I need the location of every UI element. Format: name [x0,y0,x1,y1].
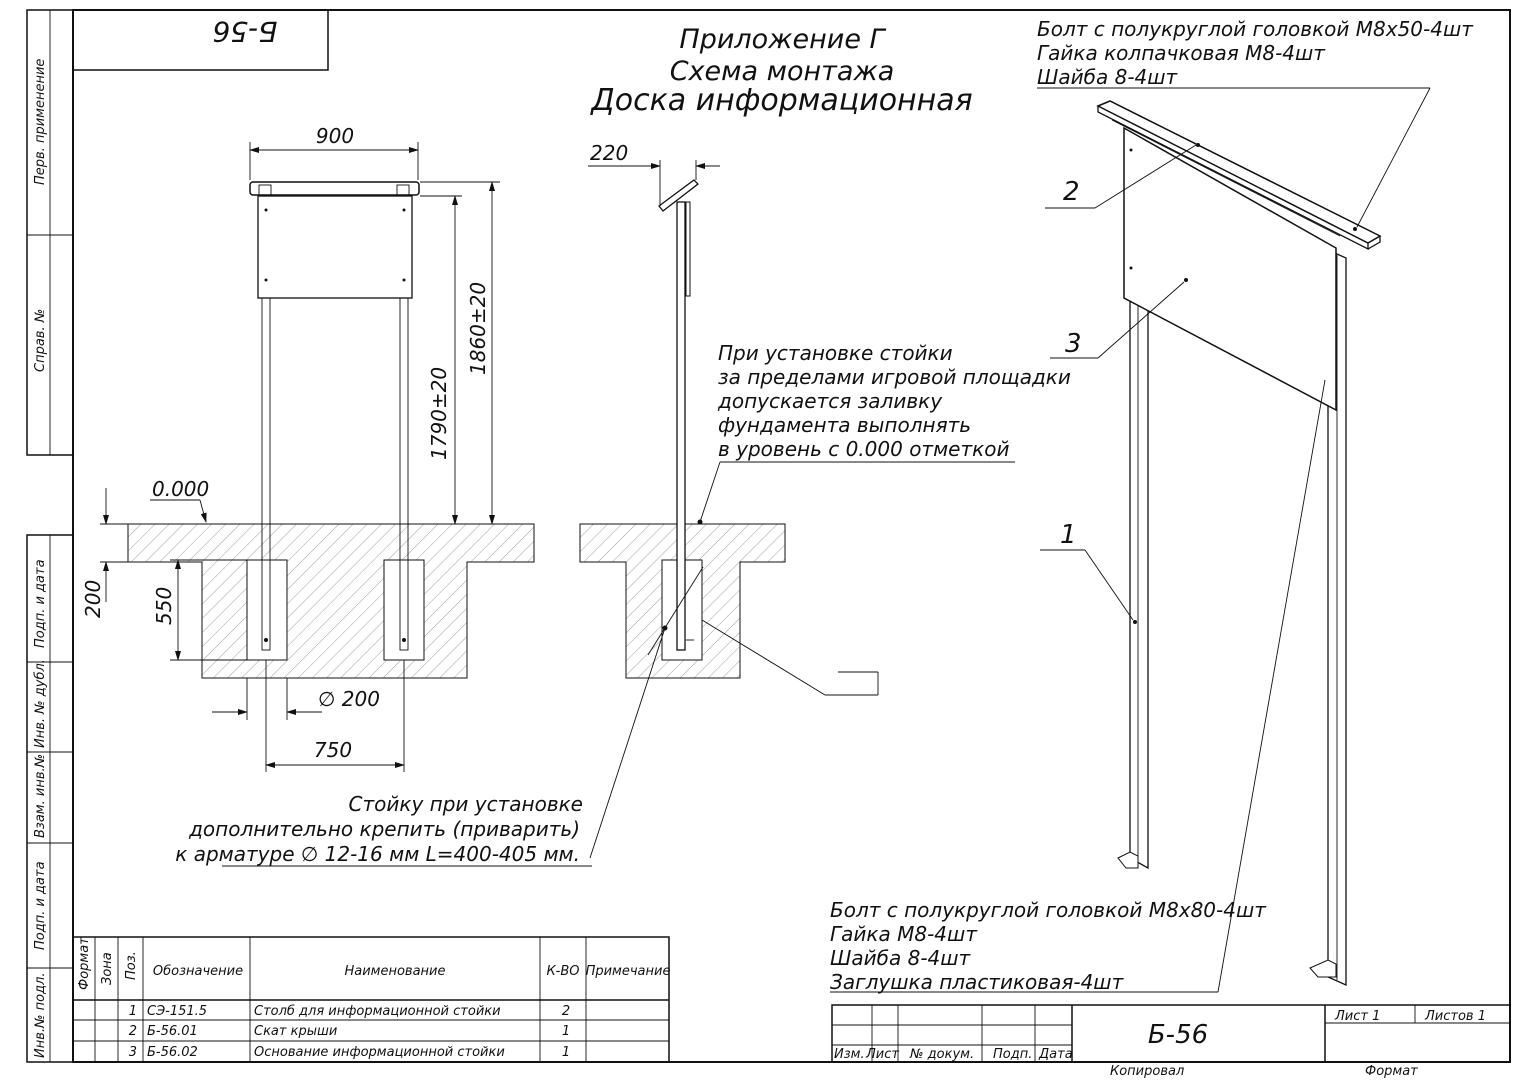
dim-post-spacing: 750 [314,738,352,762]
side-label: Справ. № [33,309,48,372]
dim-height-full: 1860±20 [466,282,490,375]
bottom-hardware-line: Шайба 8-4шт [830,946,972,970]
side-label: Подп. и дата [33,861,48,950]
tb-col-date: Дата [1038,1047,1073,1062]
spec-pos: 3 [129,1045,137,1060]
spec-qty: 1 [562,1045,570,1060]
spec-table: Формат Зона Поз. Обозначение Наименовани… [72,936,671,1063]
dim-embed-depth: 550 [152,587,176,625]
install-note-line: за пределами игровой площадки [718,365,1071,389]
spec-qty: 2 [562,1004,570,1019]
spec-name: Скат крыши [254,1024,337,1039]
spec-name: Основание информационной стойки [254,1045,505,1060]
bottom-hardware-line: Заглушка пластиковая-4шт [830,970,1125,994]
title-line-3: Доска информационная [589,83,972,118]
tb-col-sign: Подп. [993,1047,1032,1062]
tb-sheet: Лист 1 [1334,1009,1380,1024]
isometric-view: 2 3 1 [830,87,1431,993]
spec-code: СЭ-151.5 [147,1004,207,1019]
position-label: 1 [1060,520,1077,550]
dim-height-board: 1790±20 [427,367,451,460]
tb-col-doc: № докум. [909,1047,974,1062]
position-label: 3 [1065,329,1082,359]
code-stamp: Б-56 [72,9,329,71]
weld-note-line: к арматуре ∅ 12-16 мм L=400-405 мм. [175,842,580,866]
weld-note-line: Стойку при установке [349,792,583,816]
top-hardware-line: Гайка колпачковая М8-4шт [1037,41,1326,65]
tb-col-list: Лист [865,1047,899,1062]
table-row: 3 Б-56.02 Основание информационной стойк… [129,1045,570,1060]
side-label: Подп. и дата [33,559,48,648]
spec-code: Б-56.02 [147,1045,198,1060]
dim-hole-diam: ∅ 200 [318,687,380,711]
title-line-2: Схема монтажа [670,56,895,87]
tb-format: Формат [1365,1064,1418,1079]
spec-header: Поз. [124,951,139,980]
level-mark: 0.000 [152,477,209,501]
install-note-line: При установке стойки [718,341,953,365]
tb-designation: Б-56 [1148,1020,1208,1050]
title-line-1: Приложение Г [679,24,886,55]
top-hardware-line: Шайба 8-4шт [1037,65,1179,89]
install-note-line: фундамента выполнять [718,413,971,437]
bottom-hardware-line: Гайка М8-4шт [830,922,978,946]
top-hardware-line: Болт с полукруглой головкой М8х50-4шт [1037,17,1474,41]
side-label: Перв. применение [33,59,48,185]
spec-header: Формат [77,937,92,990]
spec-header: К-ВО [546,964,579,979]
spec-pos: 1 [129,1004,137,1019]
spec-name: Столб для информационной стойки [254,1004,501,1019]
code-stamp-text: Б-56 [213,15,278,48]
sheet-title: Приложение Г Схема монтажа Доска информа… [589,24,972,118]
weld-note-line: дополнительно крепить (приварить) [188,817,580,841]
spec-code: Б-56.01 [147,1024,198,1039]
tb-sheets: Листов 1 [1424,1009,1486,1024]
table-row: 2 Б-56.01 Скат крыши 1 [129,1024,570,1039]
table-row: 1 СЭ-151.5 Столб для информационной стой… [129,1004,570,1019]
side-view: 220 [579,141,1015,859]
weld-note: Стойку при установке дополнительно крепи… [175,792,592,867]
install-note-line: допускается заливку [717,389,943,413]
tb-copied: Копировал [1110,1064,1184,1079]
title-block: Изм. Лист № докум. Подп. Дата Б-56 Лист … [831,1004,1511,1079]
side-label: Инв. № дубл. [33,659,48,748]
side-label: Инв.№ подл. [33,972,48,1058]
dim-found-depth: 200 [81,580,105,618]
side-labels: Перв. применение Справ. № Подп. и дата И… [33,59,48,1058]
sheet-frame [26,9,1511,1063]
spec-qty: 1 [562,1024,570,1039]
spec-header: Зона [100,952,115,985]
install-note-line: в уровень с 0.000 отметкой [718,437,1009,461]
bottom-hardware-list: Болт с полукруглой головкой М8х80-4шт Га… [830,898,1267,994]
spec-header: Наименование [344,964,445,979]
side-label: Взам. инв.№ [33,754,48,838]
position-label: 2 [1063,177,1080,207]
install-note: При установке стойки за пределами игрово… [717,341,1071,461]
spec-header: Примечание [586,964,671,979]
dim-width: 900 [316,124,354,148]
spec-header: Обозначение [153,964,243,979]
tb-col-izm: Изм. [834,1047,865,1062]
bottom-hardware-line: Болт с полукруглой головкой М8х80-4шт [830,898,1267,922]
front-view: 900 1860±20 1790±20 0.000 200 550 ∅ 2 [81,124,535,772]
spec-pos: 2 [129,1024,137,1039]
top-hardware-list: Болт с полукруглой головкой М8х50-4шт Га… [1037,17,1474,89]
dim-depth: 220 [590,141,628,165]
